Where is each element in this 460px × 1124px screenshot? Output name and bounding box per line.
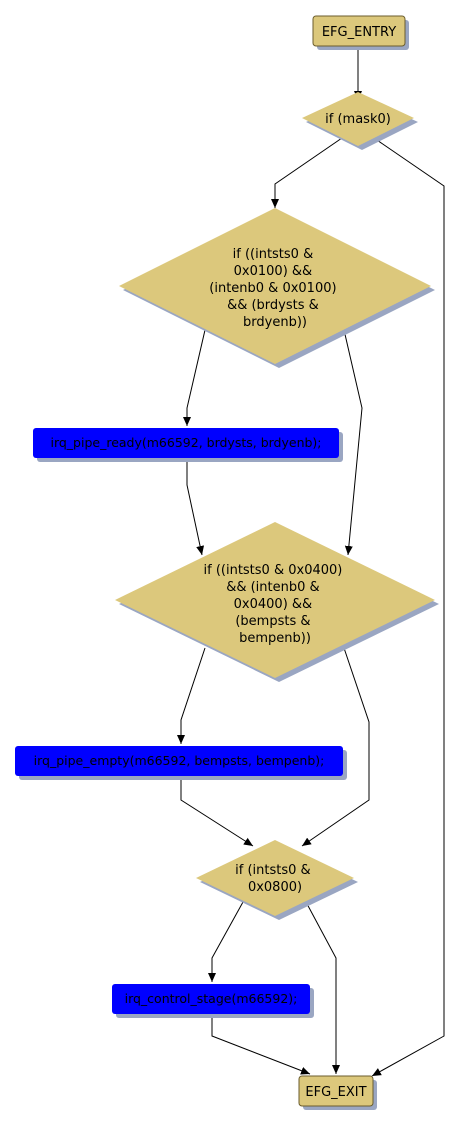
empty-call-label: irq_pipe_empty(m66592, bempsts, bempenb)… xyxy=(34,753,325,768)
edge-bemp-false-to-ctrl xyxy=(301,647,370,847)
ctrl-decision: if (intsts0 & 0x0800) xyxy=(196,840,358,920)
brdy-line-5: brdyenb)) xyxy=(243,315,307,330)
edge-mask-true-to-brdy xyxy=(271,137,343,208)
brdy-line-1: if ((intsts0 & xyxy=(233,247,314,262)
mask-decision-label: if (mask0) xyxy=(325,112,391,127)
bemp-decision-label: if ((intsts0 & 0x0400) && (intenb0 & 0x0… xyxy=(204,563,347,646)
edge-brdy-false-to-bemp xyxy=(343,329,363,556)
bemp-line-5: bempenb)) xyxy=(239,631,311,646)
bemp-line-4: (bempsts & xyxy=(235,614,310,629)
edges xyxy=(177,47,445,1077)
ctrl-decision-label: if (intsts0 & 0x0800) xyxy=(235,863,315,895)
exit-node: EFG_EXIT xyxy=(298,1075,377,1110)
ctrl-line-2: 0x0800) xyxy=(248,880,302,895)
edge-empty-to-ctrl xyxy=(180,776,254,847)
brdy-line-4: && (brdysts & xyxy=(227,298,319,313)
bemp-line-2: && (intenb0 & xyxy=(226,580,319,595)
mask-decision: if (mask0) xyxy=(302,92,418,150)
exit-label: EFG_EXIT xyxy=(305,1085,366,1100)
brdy-decision: if ((intsts0 & 0x0100) && (intenb0 & 0x0… xyxy=(119,208,435,368)
ctrl-call-node: irq_control_stage(m66592); xyxy=(112,984,314,1018)
edge-ctrl-true-to-call xyxy=(208,901,244,982)
ctrl-call-label: irq_control_stage(m66592); xyxy=(125,991,298,1006)
edge-ctrl-false-to-exit xyxy=(305,901,340,1074)
edge-mask-false-to-exit xyxy=(371,137,445,1077)
edge-call-to-exit xyxy=(211,1014,311,1075)
brdy-line-2: 0x0100) && xyxy=(234,264,313,279)
bemp-line-3: 0x0400) && xyxy=(234,597,313,612)
entry-label: EFG_ENTRY xyxy=(322,25,396,40)
bemp-decision: if ((intsts0 & 0x0400) && (intenb0 & 0x0… xyxy=(115,522,439,682)
edge-brdy-true-to-ready xyxy=(183,329,206,426)
empty-call-node: irq_pipe_empty(m66592, bempsts, bempenb)… xyxy=(15,746,347,780)
edge-ready-to-bemp xyxy=(186,458,205,556)
bemp-line-1: if ((intsts0 & 0x0400) xyxy=(204,563,343,578)
edge-bemp-true-to-empty xyxy=(177,647,206,744)
ready-call-node: irq_pipe_ready(m66592, brdysts, brdyenb)… xyxy=(33,428,343,462)
brdy-decision-label: if ((intsts0 & 0x0100) && (intenb0 & 0x0… xyxy=(209,247,340,330)
entry-node: EFG_ENTRY xyxy=(312,15,409,50)
ready-call-label: irq_pipe_ready(m66592, brdysts, brdyenb)… xyxy=(50,435,321,450)
brdy-line-3: (intenb0 & 0x0100) xyxy=(209,281,336,296)
ctrl-line-1: if (intsts0 & xyxy=(235,863,311,878)
